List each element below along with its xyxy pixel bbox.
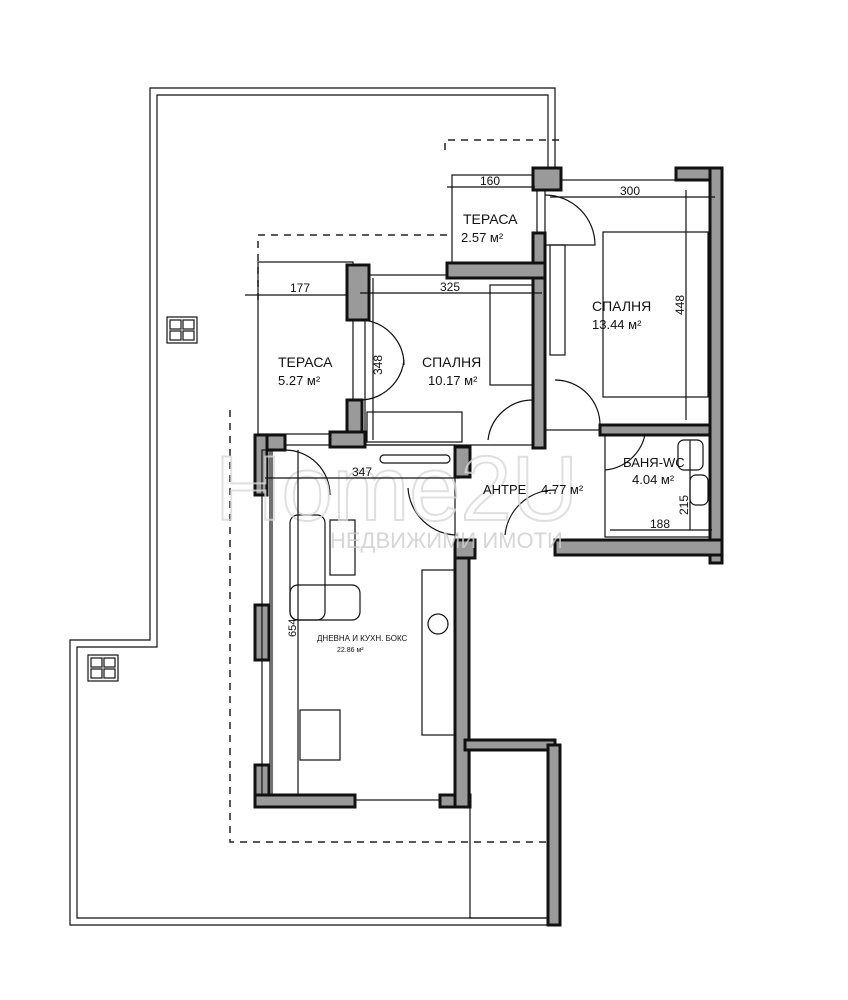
window — [261, 449, 273, 796]
skylight-icon — [166, 316, 198, 344]
svg-text:188: 188 — [650, 517, 670, 531]
svg-text:5.27 м²: 5.27 м² — [278, 373, 321, 388]
svg-text:347: 347 — [352, 465, 372, 479]
svg-text:22.86 м²: 22.86 м² — [337, 647, 364, 654]
overhang-line — [229, 410, 548, 843]
furniture — [289, 231, 709, 761]
svg-text:ДНЕВНА И КУХН. БОКС: ДНЕВНА И КУХН. БОКС — [317, 634, 408, 643]
svg-text:10.17 м²: 10.17 м² — [428, 373, 478, 388]
svg-text:ТЕРАСА: ТЕРАСА — [463, 211, 518, 227]
svg-text:2.57 м²: 2.57 м² — [461, 230, 504, 245]
svg-text:215: 215 — [677, 495, 691, 515]
room-label-bedroom-small: СПАЛНЯ 10.17 м² — [422, 354, 481, 388]
overhang-line — [257, 234, 447, 300]
svg-text:160: 160 — [480, 174, 500, 188]
svg-text:ТЕРАСА: ТЕРАСА — [278, 354, 333, 370]
svg-text:13.44 м²: 13.44 м² — [592, 317, 642, 332]
room-label-living: ДНЕВНА И КУХН. БОКС 22.86 м² — [317, 634, 408, 654]
svg-text:Home2U: Home2U — [215, 438, 578, 540]
dimension-lines — [245, 186, 715, 795]
overhang-line — [444, 139, 560, 150]
room-label-bathroom: БАНЯ-WC 4.04 м² — [623, 455, 685, 487]
room-label-terrace-left: ТЕРАСА 5.27 м² — [278, 354, 333, 388]
svg-text:4.77 м²: 4.77 м² — [541, 482, 584, 497]
watermark: Home2U НЕДВИЖИМИ ИМОТИ — [214, 437, 579, 553]
dimension-labels: 160 300 177 325 448 348 347 215 188 654 — [287, 174, 691, 637]
skylight-icon — [87, 654, 119, 682]
svg-text:177: 177 — [290, 281, 310, 295]
doors — [284, 194, 646, 536]
svg-text:348: 348 — [371, 355, 385, 375]
svg-text:4.04 м²: 4.04 м² — [632, 472, 675, 487]
svg-text:СПАЛНЯ: СПАЛНЯ — [422, 354, 481, 370]
svg-text:АНТРЕ: АНТРЕ — [483, 482, 527, 497]
svg-text:448: 448 — [673, 295, 687, 315]
svg-text:300: 300 — [620, 184, 640, 198]
room-label-hall: АНТРЕ 4.77 м² — [483, 482, 584, 497]
svg-text:НЕДВИЖИМИ ИМОТИ: НЕДВИЖИМИ ИМОТИ — [330, 528, 563, 553]
room-label-terrace-small: ТЕРАСА 2.57 м² — [461, 211, 518, 245]
room-label-bedroom-large: СПАЛНЯ 13.44 м² — [592, 298, 651, 332]
svg-text:654: 654 — [287, 619, 299, 637]
svg-text:325: 325 — [440, 280, 460, 294]
svg-text:СПАЛНЯ: СПАЛНЯ — [592, 298, 651, 314]
svg-text:БАНЯ-WC: БАНЯ-WC — [623, 455, 685, 470]
